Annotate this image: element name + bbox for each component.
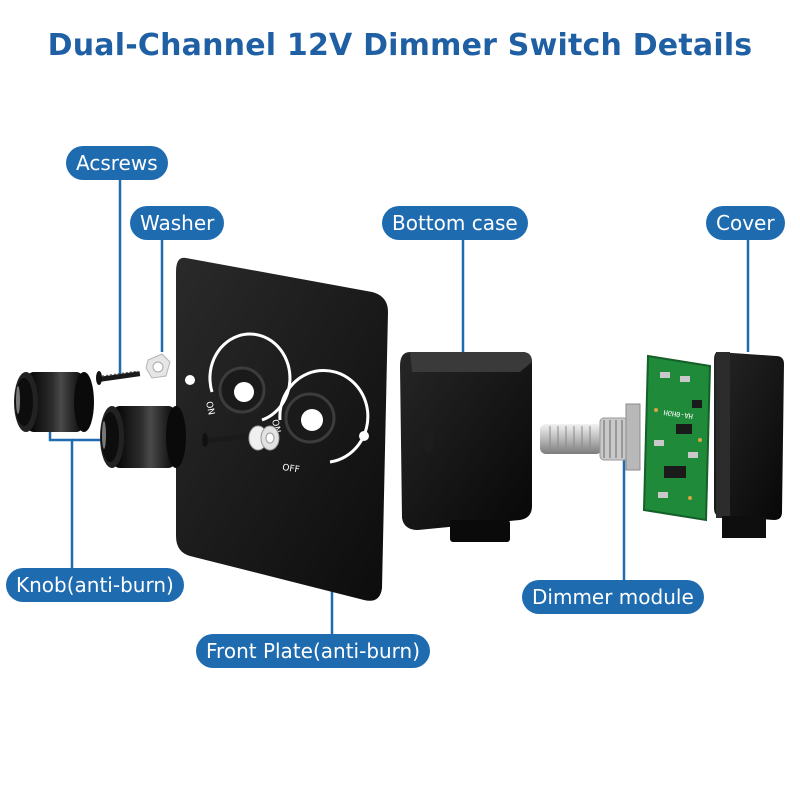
potentiometer-shaft (540, 403, 641, 471)
front-plate: ON ON OFF (176, 257, 388, 601)
page-title: Dual-Channel 12V Dimmer Switch Details (47, 28, 753, 63)
on-marking-left: ON (203, 401, 216, 417)
acsrews-label: Acsrews (66, 146, 168, 180)
dimmer-module-label: Dimmer module (522, 580, 704, 614)
dial-arc-left (208, 332, 292, 422)
washer-top (145, 353, 171, 379)
cover-label: Cover (706, 206, 785, 240)
knob-left (14, 372, 94, 432)
mount-hole-left (185, 375, 195, 385)
screw-top (96, 370, 141, 385)
washer-label: Washer (130, 206, 225, 240)
washer-middle (248, 425, 280, 451)
cover (714, 352, 784, 538)
off-marking: OFF (282, 463, 301, 475)
dial-arc-right (278, 369, 370, 464)
bottom-case-label: Bottom case (382, 206, 528, 240)
screw-middle (202, 433, 251, 447)
knob-label: Knob(anti-burn) (6, 568, 184, 602)
dimmer-pcb: HGH0-AH (642, 354, 712, 522)
knob-right (100, 406, 186, 468)
front-plate-label: Front Plate(anti-burn) (196, 634, 431, 668)
bottom-case (400, 352, 532, 542)
